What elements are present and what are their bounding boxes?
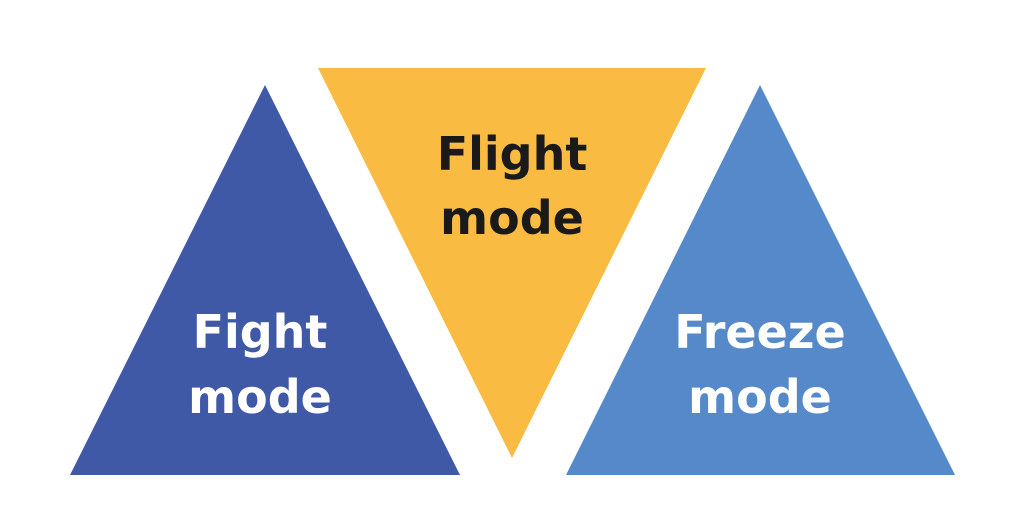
flight-mode-group: Flight mode	[318, 68, 706, 458]
freeze-mode-triangle	[566, 85, 955, 475]
flight-mode-triangle	[318, 68, 706, 458]
freeze-mode-group: Freeze mode	[566, 85, 955, 475]
fight-mode-label-line1: Fight	[193, 305, 328, 359]
flight-mode-label-line2: mode	[440, 191, 584, 245]
fight-mode-label-line2: mode	[188, 370, 332, 424]
flight-mode-label-line1: Flight	[437, 127, 588, 181]
fight-mode-triangle	[70, 85, 460, 475]
freeze-mode-label-line1: Freeze	[674, 305, 846, 359]
freeze-mode-label-line2: mode	[688, 370, 832, 424]
fight-mode-group: Fight mode	[70, 85, 460, 475]
